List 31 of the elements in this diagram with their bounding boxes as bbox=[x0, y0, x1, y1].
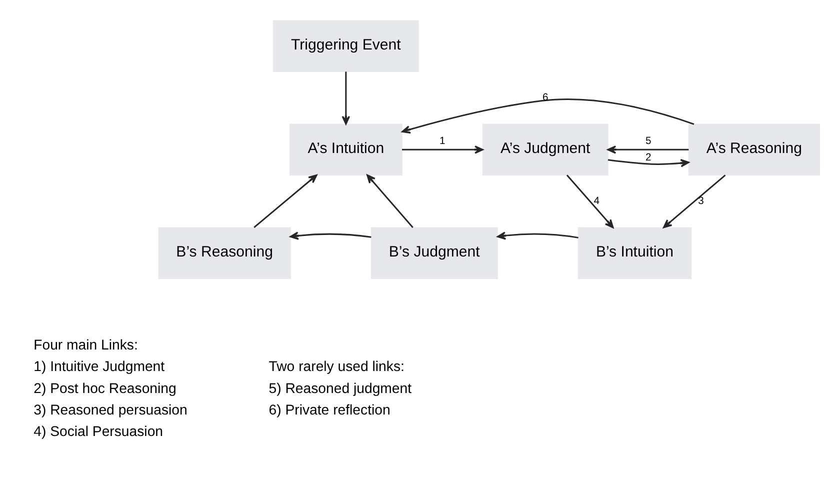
node-box: A’s Reasoning bbox=[688, 123, 820, 175]
arrow bbox=[402, 145, 484, 154]
node-box: B’s Reasoning bbox=[158, 226, 291, 278]
arrow bbox=[496, 231, 578, 240]
arrow bbox=[402, 98, 694, 134]
label: 5) Reasoned judgment bbox=[268, 379, 412, 396]
label: 6) Private reflection bbox=[268, 400, 390, 417]
arrow bbox=[566, 174, 614, 228]
edge-label: 4 bbox=[594, 196, 600, 207]
label: Two rarely used links: bbox=[268, 358, 404, 374]
label: 1) Intuitive Judgment bbox=[34, 358, 165, 374]
edge-label: 5 bbox=[645, 135, 652, 146]
edge-label: 1 bbox=[439, 135, 446, 146]
node-box: B’s Judgment bbox=[370, 226, 498, 278]
arrow bbox=[254, 174, 318, 228]
arrow bbox=[608, 158, 690, 167]
arrow bbox=[607, 145, 689, 154]
arrow bbox=[290, 231, 372, 240]
label: Four main Links: bbox=[34, 336, 138, 352]
arrow bbox=[342, 71, 350, 124]
node-box: A’s Intuition bbox=[289, 123, 402, 175]
edge-label: 2 bbox=[645, 152, 652, 164]
arrow bbox=[663, 174, 726, 228]
label: 4) Social Persuasion bbox=[34, 422, 164, 439]
edge-label: 3 bbox=[698, 196, 704, 207]
arrow bbox=[366, 174, 414, 228]
label: 2) Post hoc Reasoning bbox=[34, 379, 176, 396]
node-box: B’s Intuition bbox=[578, 226, 692, 278]
label: 3) Reasoned persuasion bbox=[34, 400, 188, 417]
node-box: A’s Judgment bbox=[482, 123, 608, 175]
node-box: Triggering Event bbox=[273, 20, 419, 72]
